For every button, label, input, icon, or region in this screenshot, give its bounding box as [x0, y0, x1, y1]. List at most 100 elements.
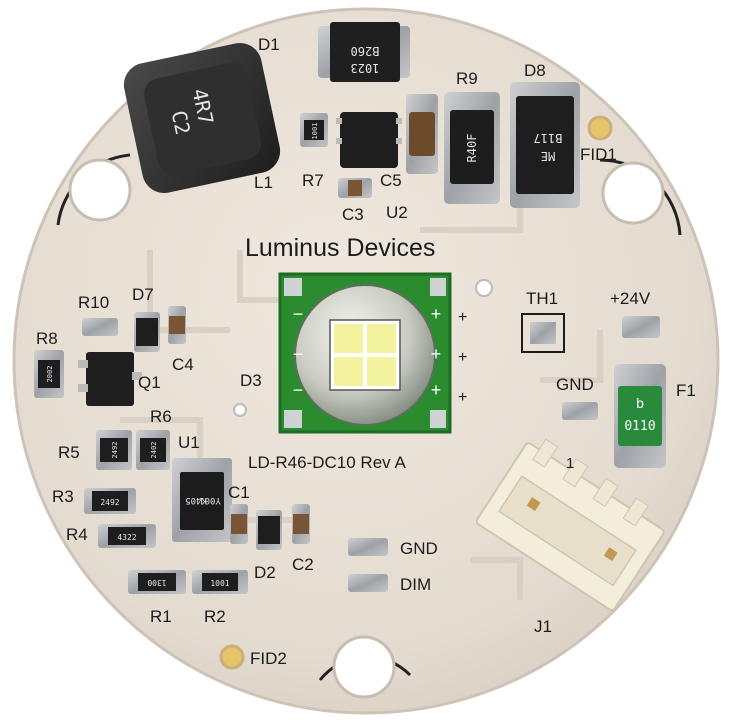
- thermistor-pad: [530, 322, 556, 344]
- capacitor-c1: [230, 504, 248, 544]
- label-r7: R7: [302, 171, 324, 190]
- label-fid2: FID2: [250, 649, 287, 668]
- label-r3: R3: [52, 487, 74, 506]
- resistor-r9: R40F: [444, 92, 500, 204]
- label-u1: U1: [178, 433, 200, 452]
- label-fid1: FID1: [580, 145, 617, 164]
- r3-marking: 2492: [100, 498, 119, 507]
- r5-marking: 2492: [111, 442, 119, 459]
- mounting-hole-icon: [599, 158, 682, 236]
- led-minus-sign: −: [293, 304, 304, 324]
- label-d2: D2: [254, 563, 276, 582]
- label-c2: C2: [292, 555, 314, 574]
- inductor-marking-2: C2: [167, 108, 195, 137]
- label-dim: DIM: [400, 575, 431, 594]
- r6-marking: 2402: [150, 442, 158, 459]
- label-gnd: GND: [400, 539, 438, 558]
- label-j1: J1: [534, 617, 552, 636]
- led-plus-sign: +: [431, 380, 442, 400]
- capacitor-c2: [292, 504, 310, 544]
- label-u2: U2: [386, 203, 408, 222]
- label-r2: R2: [204, 607, 226, 626]
- r4-marking: 4322: [117, 533, 136, 542]
- mounting-hole-icon: [318, 635, 412, 699]
- resistor-r2: 1001: [192, 570, 248, 594]
- u1-marking-2: Y001: [199, 495, 221, 505]
- f1-marking-2: 0110: [624, 419, 655, 434]
- label-r8: R8: [36, 329, 58, 348]
- label-gnd-right: GND: [556, 375, 594, 394]
- u1-marking-1: K405: [185, 495, 207, 505]
- resistor-r5: 2492: [96, 430, 132, 470]
- label-d1: D1: [258, 35, 280, 54]
- label-plus24v: +24V: [610, 289, 651, 308]
- resistor-r3: 2492: [84, 488, 136, 514]
- resistor-r4: 4322: [98, 524, 156, 548]
- fiducial-icon: [219, 644, 245, 670]
- led-d3: − − − + + +: [278, 272, 452, 434]
- pad-gnd-right: [562, 402, 598, 420]
- label-r9: R9: [456, 69, 478, 88]
- fiducial-icon: [587, 115, 613, 141]
- inductor-l1: 4R7 C2: [123, 42, 281, 194]
- silkscreen-labels: D1 D8 R9 FID1 L1 R7 C5 C3 U2 Luminus Dev…: [36, 35, 696, 668]
- r9-marking: R40F: [465, 134, 479, 163]
- label-c3: C3: [342, 205, 364, 224]
- board-model: LD-R46-DC10 Rev A: [248, 453, 406, 472]
- label-q1: Q1: [138, 373, 161, 392]
- label-r10: R10: [78, 293, 109, 312]
- label-c4: C4: [172, 355, 194, 374]
- led-minus-sign: −: [293, 380, 304, 400]
- fuse-f1: b 0110: [614, 364, 666, 468]
- label-d3: D3: [240, 371, 262, 390]
- resistor-r1: 1300: [128, 570, 186, 594]
- via-hole: [475, 279, 493, 297]
- led-plus-sign: +: [431, 344, 442, 364]
- diode-d8: B117 ME: [510, 82, 580, 208]
- label-l1: L1: [254, 173, 273, 192]
- ic-u2: [336, 112, 402, 168]
- transistor-q1: [78, 352, 142, 406]
- label-th1: TH1: [526, 289, 558, 308]
- capacitor-c5: [406, 94, 438, 174]
- label-r6: R6: [150, 407, 172, 426]
- label-c5: C5: [380, 171, 402, 190]
- label-r1: R1: [150, 607, 172, 626]
- led-plus-sign: +: [431, 304, 442, 324]
- label-c1: C1: [228, 483, 250, 502]
- label-d8: D8: [524, 61, 546, 80]
- d8-marking-2: ME: [541, 149, 555, 163]
- capacitor-c4: [168, 306, 186, 344]
- resistor-r8: 2002: [34, 350, 64, 398]
- diode-d2: [256, 510, 282, 550]
- diode-d7: [134, 312, 160, 352]
- pad-gnd: [348, 538, 388, 556]
- r1-marking: 1300: [147, 578, 166, 587]
- connector-j1: [475, 438, 665, 612]
- f1-marking-1: b: [636, 395, 644, 411]
- capacitor-c3: [338, 178, 372, 198]
- label-r4: R4: [66, 525, 88, 544]
- label-r5: R5: [58, 443, 80, 462]
- board-brand: Luminus Devices: [245, 234, 435, 262]
- led-silk-plus: +: [458, 309, 467, 326]
- resistor-r10: [82, 318, 118, 336]
- pad-24v: [622, 316, 660, 338]
- diode-d1: B260 1023: [318, 22, 410, 82]
- d8-marking-1: B117: [534, 131, 563, 145]
- led-silk-plus: +: [458, 389, 467, 406]
- resistor-r6: 2402: [136, 430, 170, 470]
- ic-u1: K405 Y001: [172, 458, 232, 542]
- led-minus-sign: −: [293, 344, 304, 364]
- r2-marking: 1001: [210, 579, 229, 588]
- label-f1: F1: [676, 381, 696, 400]
- pad-dim: [348, 574, 388, 592]
- label-d7: D7: [132, 285, 154, 304]
- thermistor-outline: [521, 313, 565, 353]
- led-silk-plus: +: [458, 349, 467, 366]
- d1-marking-1: B260: [351, 44, 380, 58]
- label-pin1: 1: [566, 455, 574, 472]
- d1-marking-2: 1023: [351, 61, 380, 75]
